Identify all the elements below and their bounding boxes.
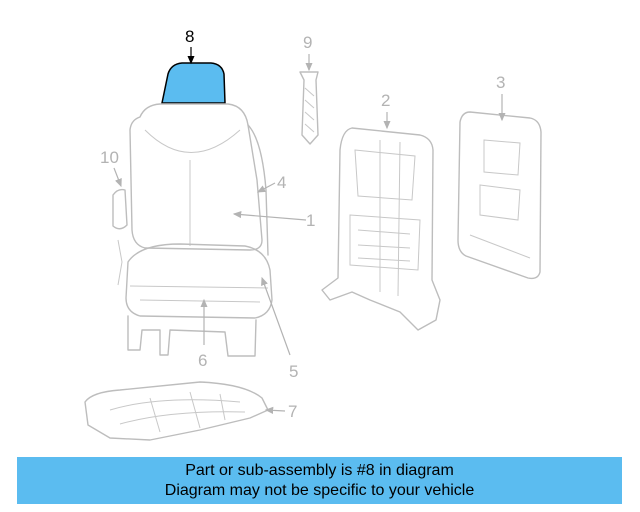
- info-banner: Part or sub-assembly is #8 in diagram Di…: [17, 457, 622, 504]
- callout-label-7: 7: [288, 402, 297, 421]
- callout-8: 8: [185, 27, 195, 65]
- banner-line-2: Diagram may not be specific to your vehi…: [164, 481, 475, 499]
- seat-parts-diagram: 8: [84, 27, 542, 441]
- callout-label-3: 3: [496, 73, 505, 92]
- callout-label-4: 4: [277, 173, 286, 192]
- callout-label-2: 2: [381, 91, 390, 110]
- cushion-frame-part-7: [84, 381, 286, 441]
- callout-label-5: 5: [289, 362, 298, 381]
- seat-back-frame-part-2: [321, 112, 441, 331]
- banner-line-1: Part or sub-assembly is #8 in diagram: [185, 461, 454, 479]
- callout-label-9: 9: [303, 33, 312, 52]
- callout-label-10: 10: [100, 148, 119, 167]
- callout-label-8: 8: [185, 27, 194, 46]
- seat-back-panel-part-3: [457, 94, 542, 280]
- callout-label-1: 1: [306, 211, 315, 230]
- headrest-guide-part-9: [299, 54, 319, 145]
- callout-label-6: 6: [198, 351, 207, 370]
- seat-assembly: [112, 103, 273, 357]
- headrest-part-8[interactable]: [161, 62, 226, 104]
